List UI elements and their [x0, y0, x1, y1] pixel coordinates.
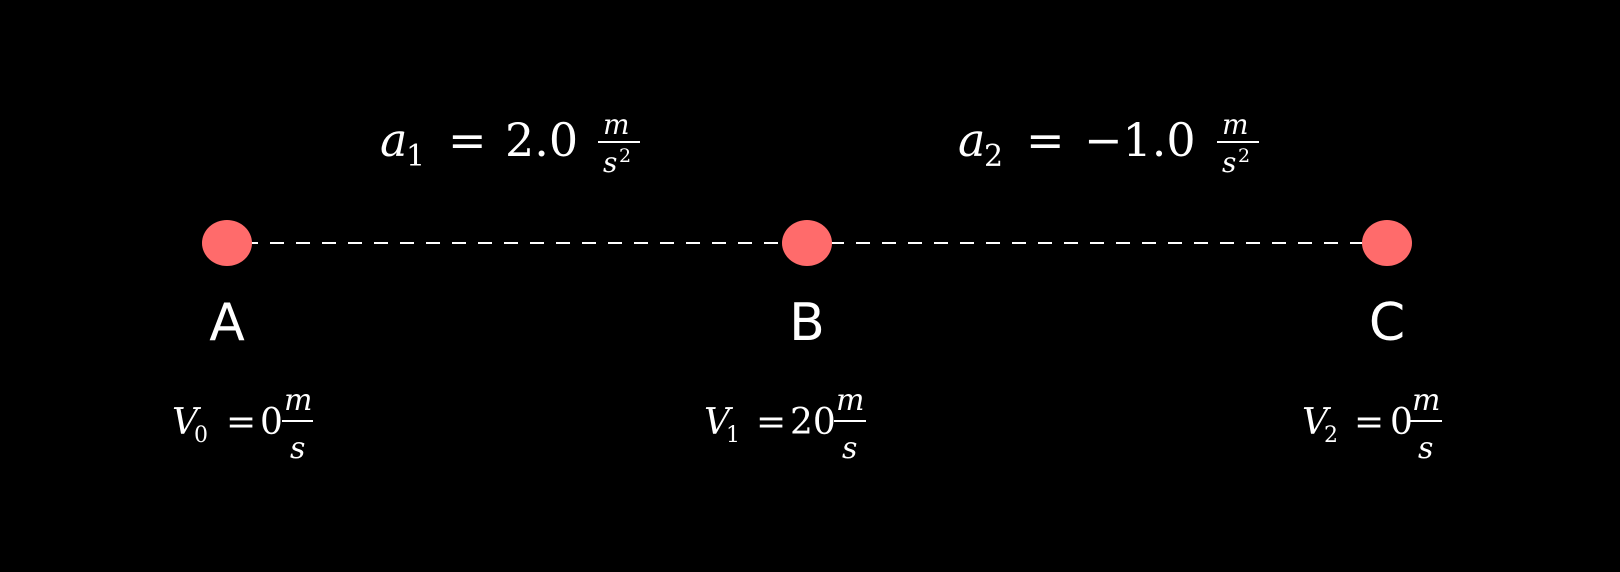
v2-equals: =	[1354, 402, 1384, 443]
v0-unit-numerator: m	[284, 383, 312, 418]
a2-symbol: a	[958, 113, 985, 167]
a2-unit-numerator: m	[1222, 108, 1249, 141]
a1-unit-numerator: m	[603, 108, 630, 141]
acceleration-a1-label: a 1 = 2.0 m s 2	[380, 108, 640, 179]
point-a-dot	[202, 220, 252, 266]
a1-symbol: a	[380, 113, 407, 167]
acceleration-a2-label: a 2 = −1.0 m s 2	[958, 108, 1259, 179]
a1-unit-denominator: s	[603, 146, 617, 179]
a1-value: 2.0	[505, 113, 578, 167]
point-b-dot	[782, 220, 832, 266]
v2-unit-numerator: m	[1412, 383, 1440, 418]
v2-index: 2	[1324, 423, 1338, 448]
v1-unit-numerator: m	[836, 383, 864, 418]
v0-unit-denominator: s	[290, 431, 305, 466]
v2-value: 0	[1390, 402, 1413, 443]
v2-symbol: V	[1302, 402, 1332, 443]
point-b-label: B	[789, 293, 825, 353]
v0-value: 0	[260, 402, 283, 443]
a2-unit-exponent: 2	[1238, 145, 1250, 167]
a1-unit-exponent: 2	[619, 145, 631, 167]
v0-equals: =	[226, 402, 256, 443]
a2-value: −1.0	[1084, 113, 1196, 167]
velocity-v2-label: V 2 = 0 m s	[1302, 383, 1442, 466]
v1-symbol: V	[704, 402, 734, 443]
v2-unit-denominator: s	[1418, 431, 1433, 466]
point-c-label: C	[1369, 293, 1405, 353]
velocity-v0-label: V 0 = 0 m s	[172, 383, 313, 466]
a1-index: 1	[406, 139, 425, 174]
point-a-label: A	[209, 293, 245, 353]
v1-value: 20	[790, 402, 836, 443]
a2-equals: =	[1026, 113, 1065, 167]
v0-symbol: V	[172, 402, 202, 443]
point-c-dot	[1362, 220, 1412, 266]
v1-index: 1	[726, 423, 740, 448]
v1-equals: =	[756, 402, 786, 443]
v0-index: 0	[194, 423, 208, 448]
v1-unit-denominator: s	[842, 431, 857, 466]
velocity-v1-label: V 1 = 20 m s	[704, 383, 866, 466]
a1-equals: =	[448, 113, 487, 167]
a2-unit-denominator: s	[1222, 146, 1236, 179]
a2-index: 2	[984, 139, 1003, 174]
